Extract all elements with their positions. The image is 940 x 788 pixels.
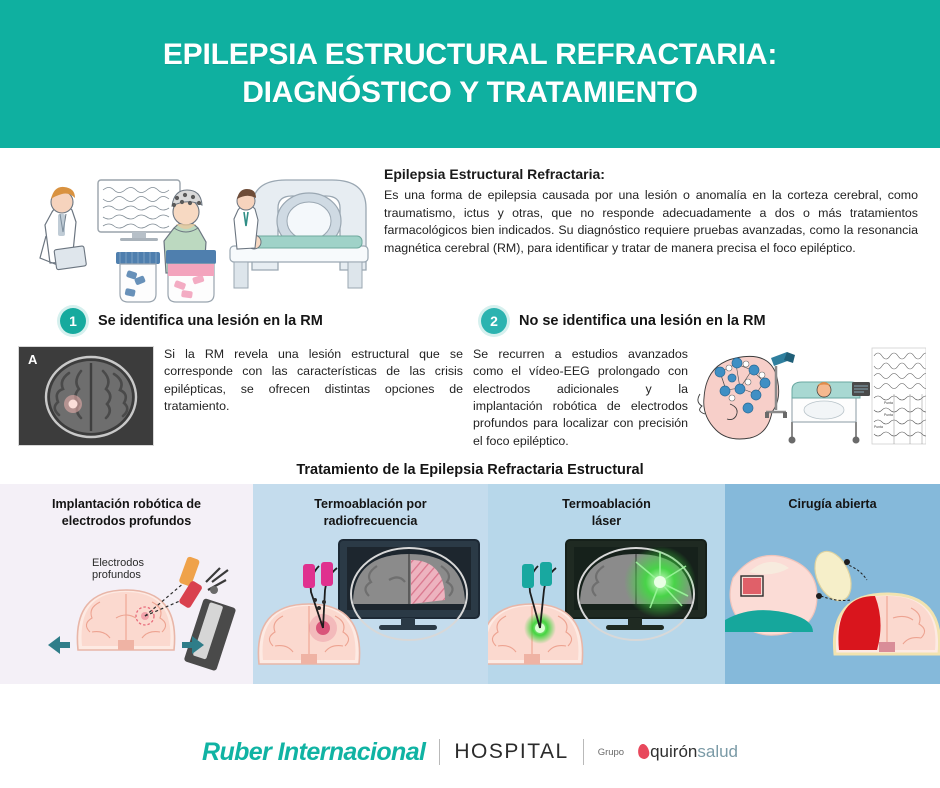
laser-svg — [488, 539, 707, 665]
mri-image-label: A — [28, 352, 38, 367]
logo-grupo-label: Grupo — [597, 746, 625, 758]
step-1-title: Se identifica una lesión en la RM — [98, 313, 323, 329]
intro-title: Epilepsia Estructural Refractaria: — [384, 166, 605, 182]
open-surgery-illustration — [725, 532, 940, 684]
mri-brain-svg — [19, 347, 153, 445]
step-1-header: 1 Se identifica una lesión en la RM — [14, 308, 463, 334]
open-surgery-svg — [725, 550, 940, 656]
logo-quiron-text: quirón — [650, 742, 698, 761]
radiofrequency-svg — [257, 539, 480, 665]
video-eeg-illustration: Punta Punta Punta — [696, 346, 926, 446]
svg-text:Punta: Punta — [884, 413, 893, 417]
panel-2-label-line2: radiofrecuencia — [323, 513, 418, 528]
treatment-panel-radiofrequency[interactable]: Termoablación por radiofrecuencia — [253, 484, 488, 685]
step-1-body: A Si la RM revela una lesión estructural… — [14, 346, 463, 446]
panel-3-label-line2: láser — [591, 513, 622, 528]
panel-3-label: Termoablación láser — [488, 484, 725, 529]
page-header: EPILEPSIA ESTRUCTURAL REFRACTARIA: DIAGN… — [0, 0, 940, 148]
intro-section: Epilepsia Estructural Refractaria: Es un… — [0, 152, 940, 303]
laser-illustration — [488, 532, 725, 684]
step-2-badge: 2 — [481, 308, 507, 334]
step-1-badge: 1 — [60, 308, 86, 334]
step-column-1: 1 Se identifica una lesión en la RM — [14, 308, 463, 450]
svg-text:Punta: Punta — [884, 401, 893, 405]
intro-text-block: Epilepsia Estructural Refractaria: Es un… — [376, 166, 924, 302]
robotic-implantation-illustration: Electrodos profundos — [0, 532, 253, 684]
panel-1-label-line1: Implantación robótica de — [51, 497, 202, 512]
intro-body: Es una forma de epilepsia causada por un… — [384, 188, 918, 255]
logo-divider-1 — [439, 739, 441, 765]
step-2-title: No se identifica una lesión en la RM — [519, 313, 766, 329]
panel-1-label-line2: electrodos profundos — [61, 513, 192, 528]
panel-3-label-line1: Termoablación — [562, 497, 651, 512]
panel-2-label: Termoablación por radiofrecuencia — [253, 484, 488, 529]
steps-section: 1 Se identifica una lesión en la RM — [0, 302, 940, 450]
treatment-panel-robotic-implantation[interactable]: Implantación robótica de electrodos prof… — [0, 484, 253, 685]
logo-ruber-internacional: Ruber Internacional — [202, 737, 426, 766]
step-2-body: Se recurren a estudios avanzados como el… — [473, 346, 926, 450]
radiofrequency-illustration — [253, 532, 488, 684]
step-1-paragraph: Si la RM revela una lesión estructural q… — [164, 347, 463, 414]
panel-4-label-line1: Cirugía abierta — [788, 497, 877, 512]
panel-1-label: Implantación robótica de electrodos prof… — [0, 484, 253, 529]
step-2-paragraph: Se recurren a estudios avanzados como el… — [473, 347, 688, 448]
logo-divider-2 — [582, 739, 584, 765]
logo-hospital: HOSPITAL — [454, 740, 569, 763]
logo-quironsalud: quirónsalud — [636, 742, 738, 762]
page-title-line1: EPILEPSIA ESTRUCTURAL REFRACTARIA: — [162, 37, 778, 71]
robotic-implantation-svg: Electrodos profundos — [48, 557, 236, 671]
treatment-section-title: Tratamiento de la Epilepsia Refractaria … — [296, 462, 644, 479]
logo-salud-text: salud — [697, 742, 738, 761]
treatment-panel-laser[interactable]: Termoablación láser — [488, 484, 725, 685]
treatment-panel-open-surgery[interactable]: Cirugía abierta — [725, 484, 940, 685]
panel-2-label-line1: Termoablación por — [314, 497, 427, 512]
page-title: EPILEPSIA ESTRUCTURAL REFRACTARIA: DIAGN… — [162, 36, 778, 113]
panel-1-annotation-line2: profundos — [92, 569, 141, 581]
svg-text:Punta: Punta — [874, 425, 883, 429]
step-column-2: 2 No se identifica una lesión en la RM S… — [473, 308, 926, 450]
diagnosis-illustration-svg — [39, 179, 369, 303]
treatment-panels: Implantación robótica de electrodos prof… — [0, 484, 940, 685]
quironsalud-mark-icon — [636, 743, 651, 760]
page-title-line2: DIAGNÓSTICO Y TRATAMIENTO — [242, 76, 698, 109]
header-divider — [0, 148, 940, 152]
diagnosis-illustration — [16, 166, 376, 306]
step-2-header: 2 No se identifica una lesión en la RM — [473, 308, 926, 334]
footer-logos: Ruber Internacional HOSPITAL Grupo quiró… — [0, 716, 940, 788]
panel-1-annotation-line1: Electrodos — [92, 557, 144, 569]
video-eeg-svg: Punta Punta Punta — [697, 347, 926, 445]
panel-4-label: Cirugía abierta — [725, 484, 940, 512]
mri-image: A — [18, 346, 154, 446]
